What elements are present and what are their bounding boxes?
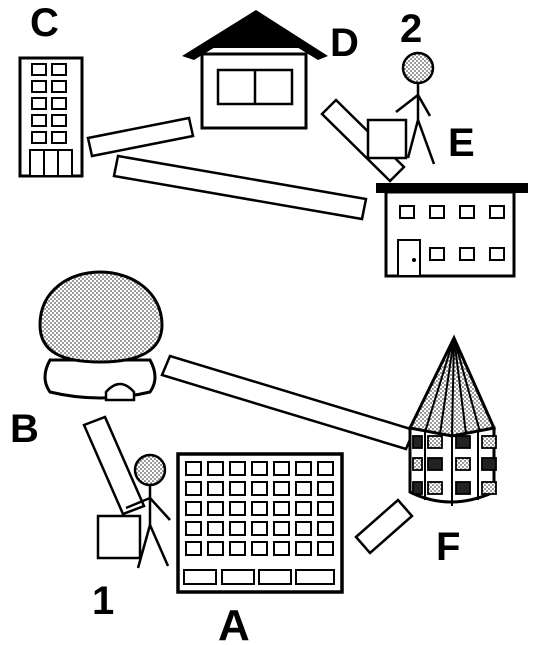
window xyxy=(490,248,504,260)
dome-hut-icon xyxy=(40,272,162,400)
window xyxy=(296,462,311,475)
window xyxy=(456,436,470,448)
window xyxy=(318,502,333,515)
window xyxy=(400,206,414,218)
window xyxy=(186,482,201,495)
window xyxy=(252,462,267,475)
building-b-label: B xyxy=(10,407,39,451)
window xyxy=(208,462,223,475)
window xyxy=(482,436,496,448)
window xyxy=(52,64,66,75)
window xyxy=(32,98,46,109)
window xyxy=(428,436,442,448)
window xyxy=(52,98,66,109)
building-e-label: E xyxy=(448,121,475,165)
window xyxy=(274,462,289,475)
stick-person-carrying-box-icon xyxy=(368,53,434,164)
window xyxy=(252,482,267,495)
building-c-label: C xyxy=(30,1,59,45)
tall-tower-icon xyxy=(20,58,82,176)
person-2-label: 2 xyxy=(400,7,422,51)
window xyxy=(482,458,496,470)
window xyxy=(430,206,444,218)
window xyxy=(230,522,245,535)
window xyxy=(32,81,46,92)
window xyxy=(274,482,289,495)
window xyxy=(208,482,223,495)
window xyxy=(456,482,470,494)
window xyxy=(413,458,422,470)
window xyxy=(413,436,422,448)
window xyxy=(208,502,223,515)
building-d-label: D xyxy=(330,21,359,65)
window xyxy=(32,64,46,75)
window xyxy=(318,542,333,555)
window xyxy=(490,206,504,218)
cone-roof-tower-icon xyxy=(410,338,496,506)
window xyxy=(186,522,201,535)
window xyxy=(428,482,442,494)
window xyxy=(482,482,496,494)
window xyxy=(430,248,444,260)
window xyxy=(252,542,267,555)
window xyxy=(296,502,311,515)
window xyxy=(460,206,474,218)
window xyxy=(274,502,289,515)
window xyxy=(296,482,311,495)
window xyxy=(318,522,333,535)
person-1-label: 1 xyxy=(92,579,114,623)
window xyxy=(252,502,267,515)
window xyxy=(413,482,422,494)
bridge-c-e xyxy=(114,156,366,219)
window xyxy=(52,81,66,92)
window xyxy=(296,542,311,555)
window xyxy=(52,132,66,143)
window xyxy=(274,522,289,535)
window xyxy=(186,502,201,515)
building-f-label: F xyxy=(436,525,460,569)
grid-office-building-icon xyxy=(178,454,342,592)
window xyxy=(230,502,245,515)
window xyxy=(186,542,201,555)
window xyxy=(208,522,223,535)
window xyxy=(208,542,223,555)
window xyxy=(296,522,311,535)
window xyxy=(230,482,245,495)
window xyxy=(460,248,474,260)
window xyxy=(274,542,289,555)
window xyxy=(52,115,66,126)
window xyxy=(428,458,442,470)
window xyxy=(230,542,245,555)
building-a-label: A xyxy=(218,601,250,645)
window xyxy=(252,522,267,535)
window xyxy=(32,132,46,143)
bridge-c-d xyxy=(88,118,193,156)
house-icon xyxy=(182,10,328,128)
window xyxy=(318,462,333,475)
bridge-a-f xyxy=(356,500,412,553)
flat-roof-building-icon xyxy=(376,183,528,276)
window xyxy=(32,115,46,126)
window xyxy=(186,462,201,475)
window xyxy=(456,458,470,470)
window xyxy=(230,462,245,475)
window xyxy=(318,482,333,495)
bridge-b-f xyxy=(162,356,414,449)
